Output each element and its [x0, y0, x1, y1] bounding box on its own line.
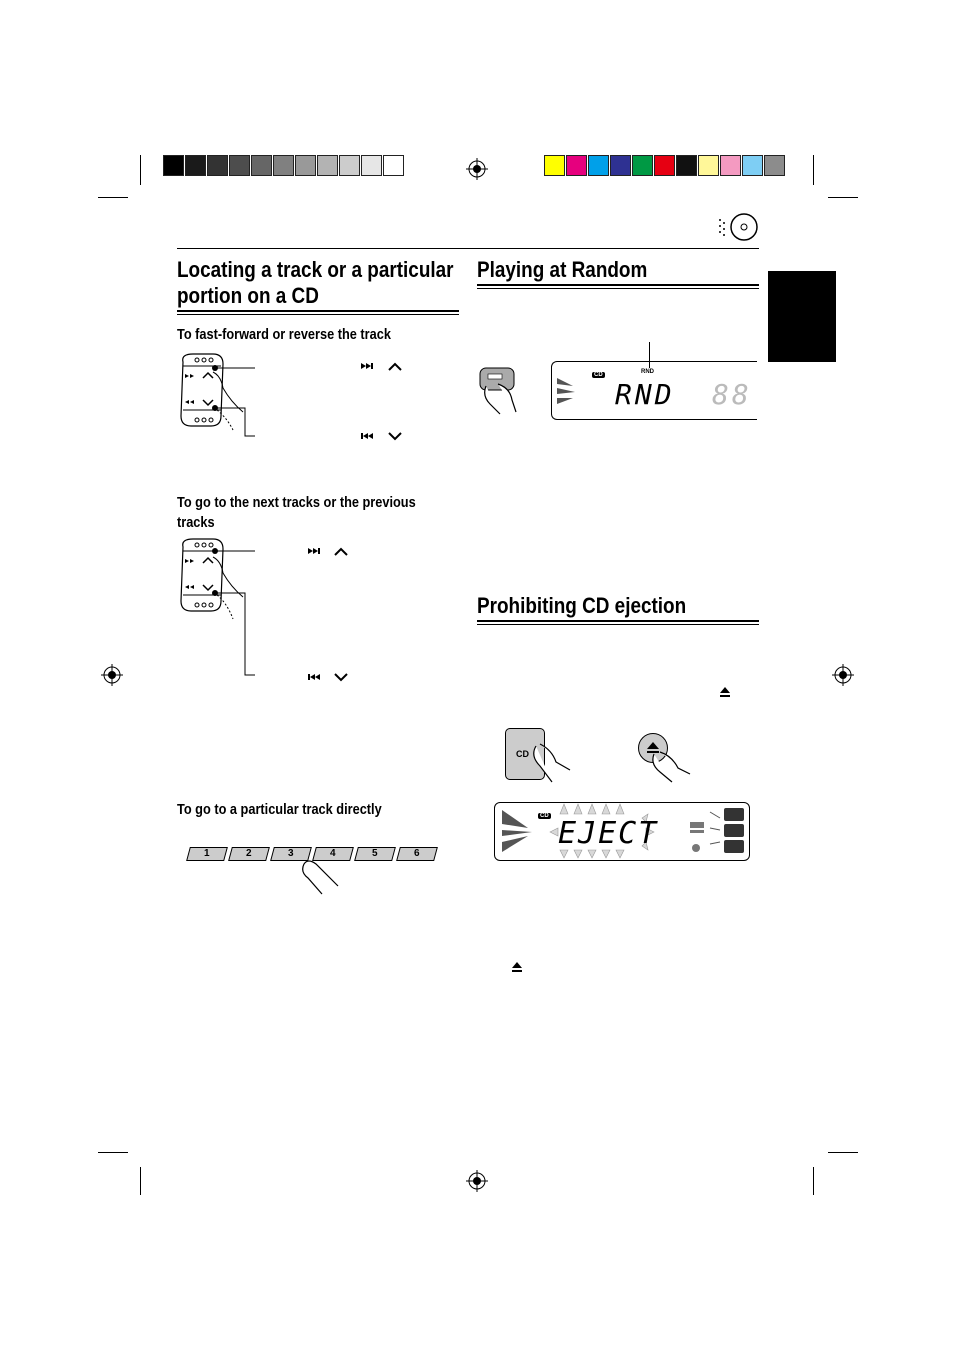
- color-swatch: [544, 155, 565, 176]
- crop-mark: [813, 1167, 814, 1195]
- color-swatch: [742, 155, 763, 176]
- color-swatch: [764, 155, 785, 176]
- grayscale-bar: [163, 155, 405, 176]
- header-rule: [177, 248, 759, 249]
- direct-track-heading: To go to a particular track directly: [177, 802, 382, 818]
- color-swatch: [632, 155, 653, 176]
- track-number-display: 88: [712, 378, 752, 411]
- locating-title-line1: Locating a track or a particular: [177, 257, 454, 282]
- random-title: Playing at Random: [477, 257, 648, 282]
- color-swatch: [676, 155, 697, 176]
- color-swatch: [273, 155, 294, 176]
- cd-button-label: CD: [516, 749, 529, 759]
- color-swatch: [251, 155, 272, 176]
- eject-icon: [647, 742, 659, 753]
- registration-target-icon: [466, 158, 488, 180]
- color-swatch: [610, 155, 631, 176]
- rnd-button-icon[interactable]: [476, 364, 526, 416]
- cd-source-indicator: CD: [592, 372, 605, 378]
- language-tab: [768, 271, 836, 362]
- track-control-diagram: [180, 353, 402, 441]
- color-swatch: [361, 155, 382, 176]
- section-rule: [177, 314, 459, 315]
- fast-forward-heading: To fast-forward or reverse the track: [177, 327, 391, 343]
- level-meter-icon: [557, 378, 575, 404]
- cd-source-indicator: CD: [538, 813, 551, 819]
- crop-mark: [140, 1167, 141, 1195]
- color-bar: [544, 155, 786, 176]
- blink-indicator-icon: [549, 803, 655, 859]
- color-swatch: [317, 155, 338, 176]
- color-swatch: [383, 155, 404, 176]
- crop-mark: [140, 155, 141, 185]
- color-swatch: [163, 155, 184, 176]
- crop-mark: [98, 197, 128, 198]
- next-prev-heading-line2: tracks: [177, 515, 215, 531]
- section-rule: [477, 288, 759, 289]
- color-swatch: [185, 155, 206, 176]
- crop-mark: [828, 1152, 858, 1153]
- color-swatch: [720, 155, 741, 176]
- registration-target-icon: [466, 1170, 488, 1192]
- pressing-finger-icon: [652, 751, 691, 783]
- level-meter-icon: [502, 810, 532, 852]
- crop-mark: [828, 197, 858, 198]
- section-rule: [477, 624, 759, 625]
- color-swatch: [566, 155, 587, 176]
- preset-key-6[interactable]: 6: [396, 847, 438, 861]
- section-rule: [177, 310, 459, 312]
- sound-mode-icon: [690, 808, 744, 853]
- next-prev-heading-line1: To go to the next tracks or the previous: [177, 495, 416, 511]
- color-swatch: [295, 155, 316, 176]
- pressing-finger-icon: [302, 860, 339, 895]
- color-swatch: [654, 155, 675, 176]
- prohibit-title: Prohibiting CD ejection: [477, 593, 687, 618]
- color-swatch: [229, 155, 250, 176]
- section-rule: [477, 284, 759, 286]
- skip-control-diagram: [180, 538, 348, 682]
- eject-icon: [720, 687, 730, 697]
- eject-button[interactable]: [638, 733, 668, 763]
- cd-disc-icon: [719, 213, 758, 241]
- color-swatch: [339, 155, 360, 176]
- pressing-finger-icon: [533, 743, 571, 783]
- color-swatch: [698, 155, 719, 176]
- locating-title-line2: portion on a CD: [177, 283, 319, 308]
- eject-display-text: EJECT: [558, 816, 659, 851]
- preset-key-1[interactable]: 1: [186, 847, 228, 861]
- color-swatch: [588, 155, 609, 176]
- preset-key-2[interactable]: 2: [228, 847, 270, 861]
- section-rule: [477, 620, 759, 622]
- registration-target-icon: [832, 664, 854, 686]
- crop-mark: [98, 1152, 128, 1153]
- rnd-indicator: RND: [641, 369, 654, 375]
- rnd-display-text: RND: [615, 378, 675, 411]
- registration-target-icon: [101, 664, 123, 686]
- indicator-leader-line: [649, 342, 650, 368]
- eject-icon: [512, 962, 522, 972]
- preset-key-5[interactable]: 5: [354, 847, 396, 861]
- random-lcd-display: [551, 361, 757, 420]
- color-swatch: [207, 155, 228, 176]
- crop-mark: [813, 155, 814, 185]
